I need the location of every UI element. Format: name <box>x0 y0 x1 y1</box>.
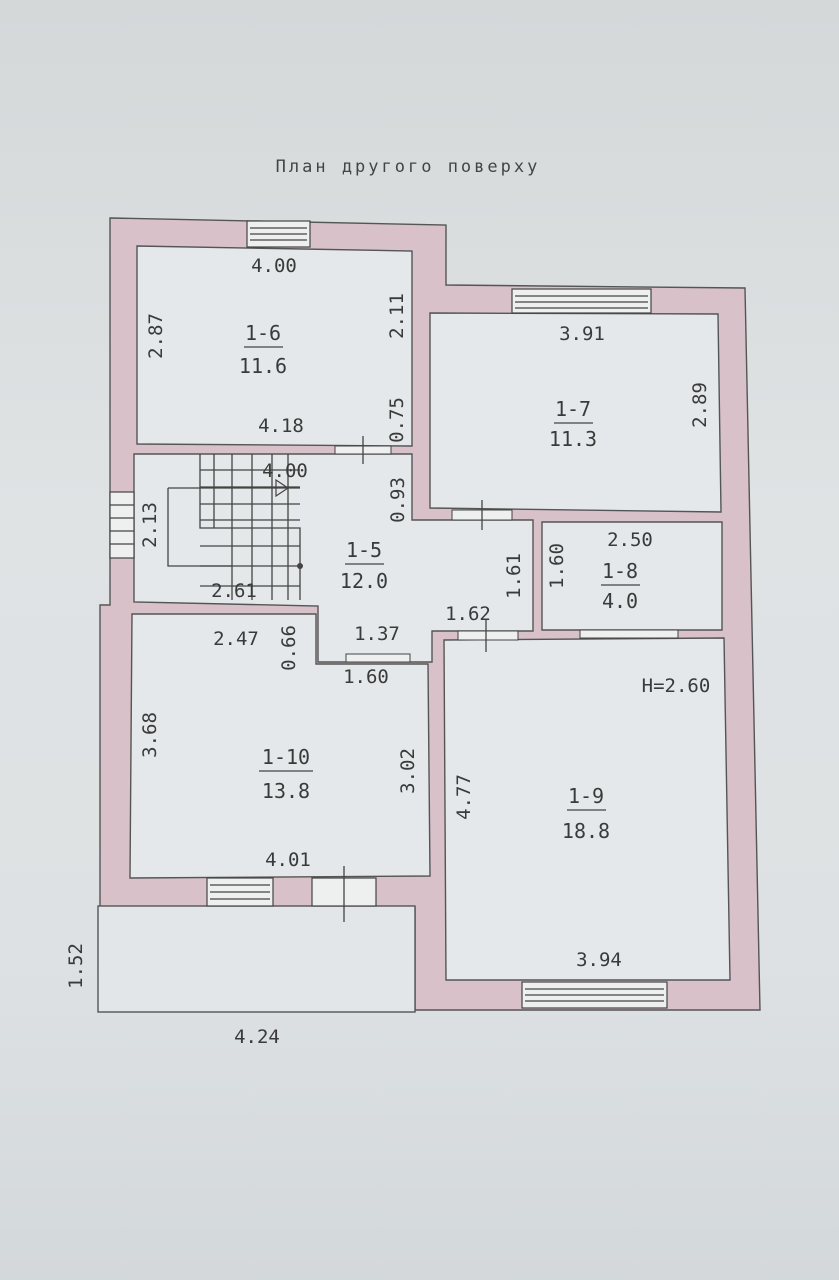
door-1-6 <box>334 436 392 464</box>
dim-label: 4.18 <box>258 415 304 437</box>
door-1-10 <box>345 653 411 663</box>
room-area-1-9: 18.8 <box>562 819 610 843</box>
door-1-9 <box>457 620 519 652</box>
room-area-1-5: 12.0 <box>340 569 388 593</box>
window-bottom-1-10 <box>206 877 274 907</box>
room-area-1-10: 13.8 <box>262 779 310 803</box>
door-1-8 <box>579 629 679 639</box>
dim-label: 1.52 <box>65 943 87 989</box>
dimensions: 4.00 2.87 2.11 4.18 0.75 3.91 2.89 4.00 … <box>65 255 711 1048</box>
window-top-1-7 <box>511 288 652 314</box>
window-left-stair <box>109 491 135 559</box>
balcony <box>97 905 416 1013</box>
room-area-1-7: 11.3 <box>549 427 597 451</box>
room-area-1-8: 4.0 <box>602 589 638 613</box>
room-1-8 <box>541 521 723 631</box>
room-1-9 <box>443 637 731 981</box>
room-id-1-7: 1-7 <box>555 397 591 421</box>
dim-label: 2.13 <box>139 502 161 548</box>
staircase <box>167 454 303 600</box>
room-area-1-6: 11.6 <box>239 354 287 378</box>
dim-label: 4.77 <box>453 774 475 820</box>
dim-label: 0.93 <box>387 477 409 523</box>
room-id-1-8: 1-8 <box>602 559 638 583</box>
room-1-7 <box>429 312 722 513</box>
window-top-1-6 <box>246 220 311 248</box>
dim-label: 1.61 <box>503 553 525 599</box>
dim-label: 2.61 <box>211 580 257 602</box>
dim-label: 4.00 <box>262 460 308 482</box>
dim-label: 1.60 <box>343 666 389 688</box>
dim-label: 1.60 <box>546 543 568 589</box>
room-id-1-9: 1-9 <box>568 784 604 808</box>
room-1-5 <box>133 453 534 663</box>
dim-label: 2.50 <box>607 529 653 551</box>
dim-label: 1.62 <box>445 603 491 625</box>
dim-label: 3.68 <box>139 712 161 758</box>
dim-label: 3.94 <box>576 949 622 971</box>
dim-label: 4.24 <box>234 1026 280 1048</box>
dim-label: 1.37 <box>354 623 400 645</box>
plan-title: План другого поверху <box>276 157 541 177</box>
dim-label: 3.02 <box>397 748 419 794</box>
room-1-10 <box>129 613 431 879</box>
room-id-1-6: 1-6 <box>245 321 281 345</box>
dim-label: 2.47 <box>213 628 259 650</box>
ceiling-height: H=2.60 <box>642 675 711 697</box>
dim-label: 2.89 <box>689 382 711 428</box>
dim-label: 2.11 <box>386 293 408 339</box>
dim-label: 4.00 <box>251 255 297 277</box>
dim-label: 0.75 <box>386 397 408 443</box>
dim-label: 3.91 <box>559 323 605 345</box>
balcony-door <box>311 866 377 922</box>
dim-label: 0.66 <box>278 625 300 671</box>
dim-label: 2.87 <box>145 313 167 359</box>
door-1-7 <box>451 500 513 530</box>
window-bottom-1-9 <box>521 981 668 1009</box>
room-id-1-10: 1-10 <box>262 745 310 769</box>
room-id-1-5: 1-5 <box>346 538 382 562</box>
dim-label: 4.01 <box>265 849 311 871</box>
room-1-6 <box>136 245 413 447</box>
